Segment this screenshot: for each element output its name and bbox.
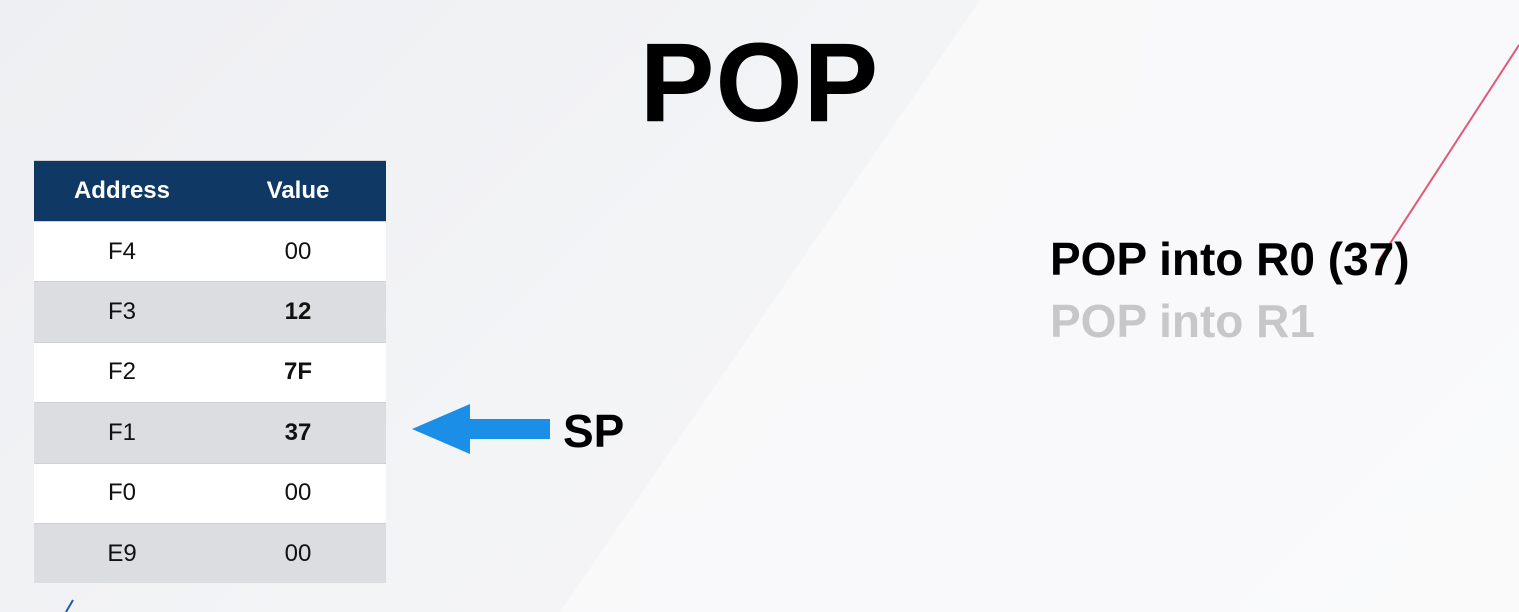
- address-cell: F4: [34, 221, 210, 282]
- address-cell: F1: [34, 402, 210, 464]
- value-cell: 00: [210, 463, 386, 524]
- address-cell: F2: [34, 342, 210, 403]
- table-row: F0 00: [34, 463, 386, 524]
- value-cell: 12: [210, 281, 386, 343]
- table-row: F2 7F: [34, 342, 386, 403]
- stack-memory-table: Address Value F4 00 F3 12 F2 7F F1 37 F0…: [34, 160, 386, 584]
- address-cell: E9: [34, 523, 210, 584]
- stack-pointer-arrow-icon: [412, 404, 550, 454]
- table-row: E9 00: [34, 523, 386, 584]
- background-light-panel: [560, 0, 1519, 612]
- value-cell: 37: [210, 402, 386, 464]
- slide-title: POP: [639, 20, 880, 145]
- corner-mark: [65, 599, 74, 612]
- header-value: Value: [210, 160, 386, 222]
- operation-pending: POP into R1: [1050, 295, 1315, 347]
- table-row: F4 00: [34, 221, 386, 282]
- table-header-row: Address Value: [34, 160, 386, 222]
- table-row: F3 12: [34, 281, 386, 343]
- value-cell: 00: [210, 221, 386, 282]
- accent-diagonal-line: [1377, 44, 1519, 263]
- address-cell: F0: [34, 463, 210, 524]
- value-cell: 7F: [210, 342, 386, 403]
- table-row: F1 37: [34, 402, 386, 464]
- stack-pointer-label: SP: [563, 405, 625, 457]
- header-address: Address: [34, 160, 210, 222]
- operations-list: POP into R0 (37) POP into R1: [1050, 228, 1410, 352]
- address-cell: F3: [34, 281, 210, 343]
- operation-active: POP into R0 (37): [1050, 233, 1410, 285]
- value-cell: 00: [210, 523, 386, 584]
